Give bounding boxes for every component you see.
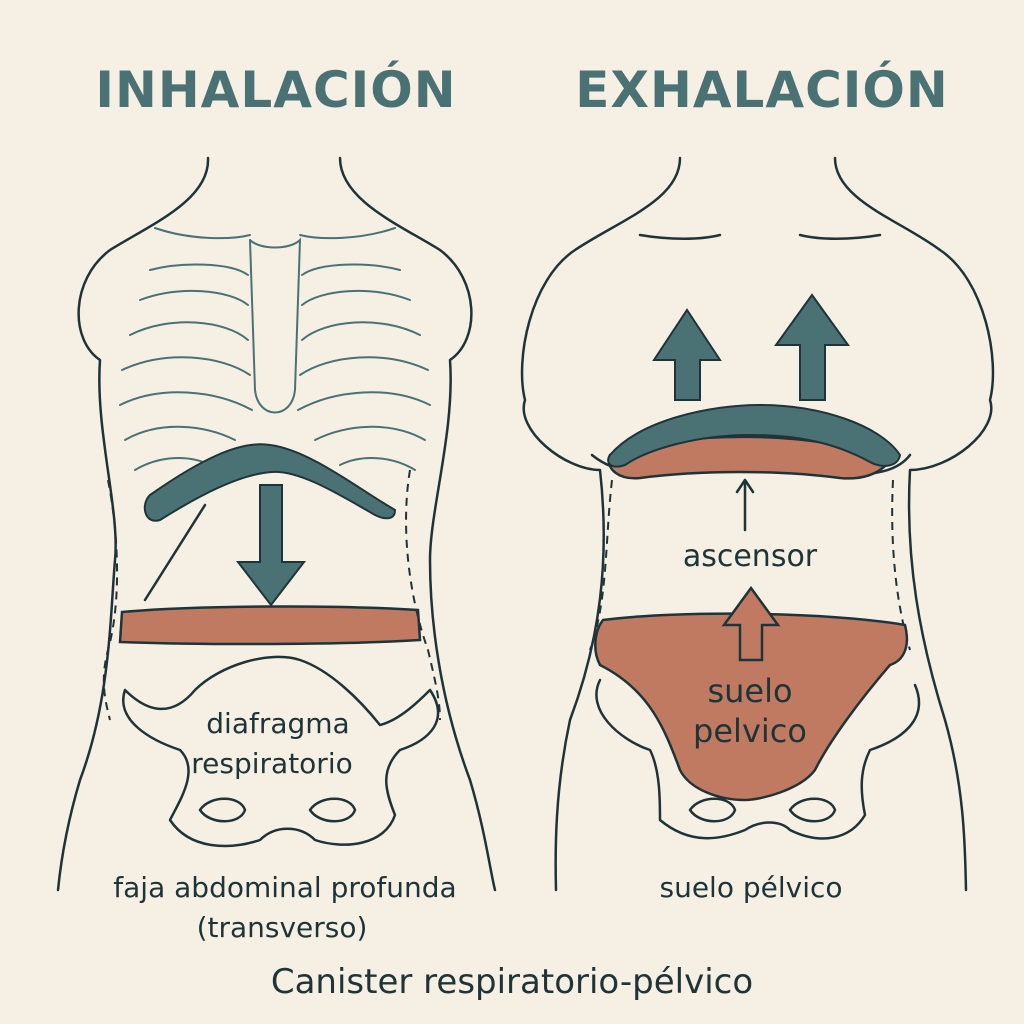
- pelvic-floor-up-arrow: [721, 585, 781, 662]
- diagram-caption: Canister respiratorio-pélvico: [271, 962, 753, 1002]
- exhalation-title: EXHALACIÓN: [575, 60, 948, 119]
- raised-pelvic-floor-band: [607, 435, 892, 480]
- right-pelvis: [595, 678, 921, 840]
- pelvic-floor-label: suelo: [707, 672, 792, 710]
- pelvic-floor-bottom-label: suelo pélvico: [659, 871, 842, 904]
- band-label: faja abdominal profunda: [113, 871, 456, 904]
- diaphragm-dome: [143, 443, 397, 522]
- pelvic-floor: [594, 612, 909, 802]
- ribcage: [119, 227, 431, 471]
- left-torso-outline: [56, 156, 210, 892]
- deep-abdominal-band: [118, 605, 422, 646]
- raised-diaphragm: [607, 403, 902, 468]
- pelvic-floor-label-2: pelvico: [693, 712, 807, 750]
- up-arrow-right: [774, 293, 850, 401]
- right-torso-outline: [520, 156, 682, 892]
- inhalation-figure: INHALACIÓN diafragma respiratorio faja a…: [56, 60, 497, 944]
- left-pelvis: [122, 655, 440, 848]
- inhalation-title: INHALACIÓN: [95, 60, 456, 119]
- up-arrow-left: [652, 308, 722, 401]
- down-arrow: [235, 484, 307, 607]
- band-label-2: (transverso): [197, 911, 368, 944]
- diaphragm-label-2: respiratorio: [191, 747, 352, 780]
- lift-label: ascensor: [683, 539, 818, 574]
- diaphragm-label: diafragma: [206, 707, 349, 740]
- exhalation-figure: EXHALACIÓN ascensor suelo pelvico suelo …: [520, 60, 995, 904]
